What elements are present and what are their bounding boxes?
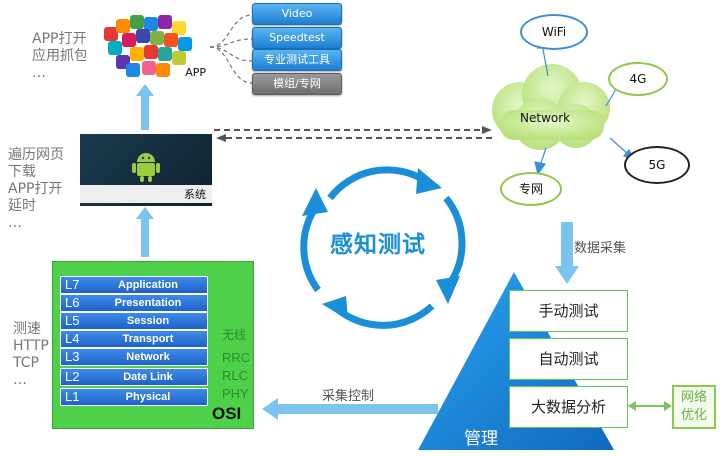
system-desc-line: … [8,215,22,231]
wifi-node: WiFi [520,14,588,50]
layer-name: Network [126,351,170,363]
layer-name: Transport [122,333,174,345]
optimize-line: 网络 [680,390,707,405]
private-network-node: 专网 [500,172,562,206]
layer-name: Application [118,279,178,291]
network-optimization-box: 网络 优化 [672,385,716,429]
wireless-layers: RRC RLC PHY [222,349,250,403]
wireless-label: 无线 [222,328,247,342]
up-arrow-icon [136,207,154,257]
down-arrow-icon [555,222,579,284]
option-module-private: 模组/专网 [252,73,342,95]
system-image-caption: 系统 [184,188,206,201]
center-title: 感知测试 [330,232,426,258]
system-desc-line: 遍历网页 [8,147,64,163]
big-data-analysis-box: 大数据分析 [509,386,628,428]
osi-desc-line: HTTP [13,338,49,354]
layer-number: L2 [65,369,80,384]
app-desc: APP打开 应用抓包 … [32,31,88,82]
app-icons-image: APP [86,13,210,85]
option-speedtest: Speedtest [252,27,342,49]
network-cloud-icon [492,64,610,150]
system-desc-line: APP打开 [8,181,63,197]
options-connector [209,14,253,84]
collect-control-label: 采集控制 [322,389,375,404]
layer-number: L4 [65,331,80,346]
layer-number: L1 [65,389,80,404]
osi-desc-line: TCP [13,355,39,371]
network-cloud-label: Network [520,111,571,125]
wireless-layer: RRC [222,350,251,365]
option-pro-tools: 专业测试工具 [252,49,342,71]
osi-desc: 测速 HTTP TCP … [13,321,49,389]
osi-title: OSI [212,404,242,423]
layer-name: Session [126,315,170,327]
lte-node: 4G [608,62,668,96]
data-collect-label: 数据采集 [574,241,627,256]
wireless-layer: PHY [222,386,249,401]
app-desc-line: APP打开 [32,31,87,47]
app-icons-graphic [104,15,192,77]
layer-name: Date Link [123,371,173,383]
option-video: Video [252,3,342,25]
osi-layer-l1: L1 Physical [60,388,208,406]
cycle-arrows-icon [300,166,466,329]
system-desc: 遍历网页 下载 APP打开 延时 … [8,147,64,232]
app-desc-line: 应用抓包 [32,48,88,64]
osi-layer-l5: L5 Session [60,312,208,330]
layer-number: L5 [65,313,80,328]
osi-desc-line: 测速 [13,321,41,337]
osi-layer-l4: L4 Transport [60,330,208,348]
app-desc-line: … [32,65,46,81]
osi-layer-l7: L7 Application [60,276,208,294]
double-arrow-icon [628,401,672,411]
app-image-caption: APP [185,66,206,79]
osi-layer-l3: L3 Network [60,348,208,366]
layer-number: L6 [65,295,80,310]
system-network-link [214,126,492,142]
system-desc-line: 下载 [8,164,36,180]
layer-number: L3 [65,349,80,364]
optimize-line: 优化 [680,408,707,423]
auto-test-box: 自动测试 [509,338,628,380]
layer-number: L7 [65,277,80,292]
osi-layer-l2: L2 Date Link [60,368,208,386]
wireless-layer: RLC [222,368,249,383]
system-desc-line: 延时 [8,198,36,214]
layer-name: Presentation [114,297,182,309]
left-arrow-icon [262,398,438,420]
osi-layer-l6: L6 Presentation [60,294,208,312]
android-icon [132,153,160,182]
nr-node: 5G [624,146,690,184]
manual-test-box: 手动测试 [509,290,628,332]
osi-desc-line: … [13,372,27,388]
layer-name: Physical [125,391,171,403]
up-arrow-icon [136,84,154,130]
management-title: 管理 [464,429,498,449]
android-system-image: 系统 [80,134,212,206]
